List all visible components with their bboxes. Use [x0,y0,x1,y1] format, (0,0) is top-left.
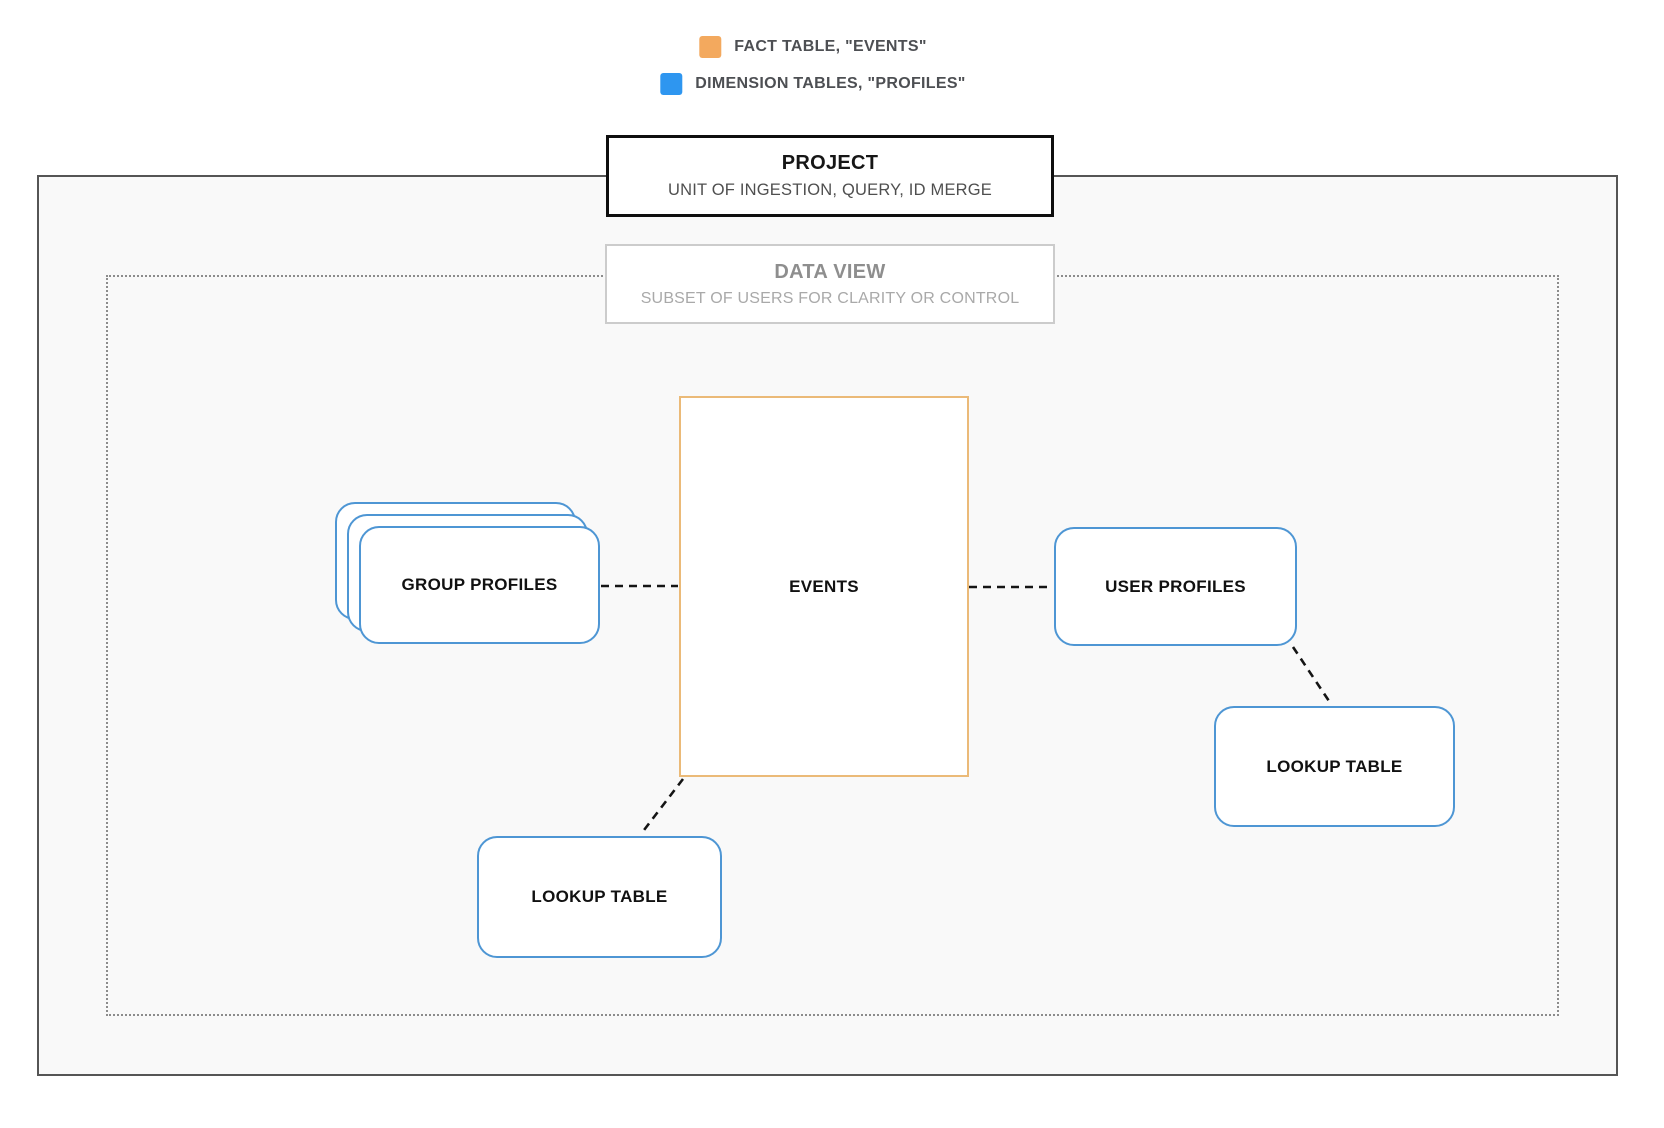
data-view-title-box: DATA VIEW SUBSET OF USERS FOR CLARITY OR… [605,244,1055,324]
legend-item-dimension: DIMENSION TABLES, "PROFILES" [660,73,965,95]
legend-label-dimension: DIMENSION TABLES, "PROFILES" [695,75,966,92]
legend-item-fact: FACT TABLE, "EVENTS" [699,36,926,58]
node-user-profiles: USER PROFILES [1054,527,1297,646]
node-lookup-table-right-label: LOOKUP TABLE [1266,756,1403,776]
project-title: PROJECT [781,152,879,174]
node-group-profiles-label: GROUP PROFILES [401,575,558,594]
data-view-subtitle: SUBSET OF USERS FOR CLARITY OR CONTROL [640,289,1020,307]
node-events-label: EVENTS [789,576,859,596]
legend-label-fact: FACT TABLE, "EVENTS" [734,38,927,55]
data-view-title: DATA VIEW [774,260,886,283]
dimension-color-swatch-icon [660,73,683,95]
project-title-box: PROJECT UNIT OF INGESTION, QUERY, ID MER… [606,135,1054,217]
node-group-profiles: GROUP PROFILES [359,526,600,644]
legend: FACT TABLE, "EVENTS" DIMENSION TABLES, "… [660,36,965,95]
node-lookup-table-bottom-label: LOOKUP TABLE [531,887,668,906]
fact-color-swatch-icon [699,36,722,58]
node-events: EVENTS [679,396,969,777]
node-lookup-table-right: LOOKUP TABLE [1214,706,1455,827]
node-user-profiles-label: USER PROFILES [1105,576,1246,596]
project-subtitle: UNIT OF INGESTION, QUERY, ID MERGE [667,181,992,199]
node-lookup-table-bottom: LOOKUP TABLE [477,836,722,958]
